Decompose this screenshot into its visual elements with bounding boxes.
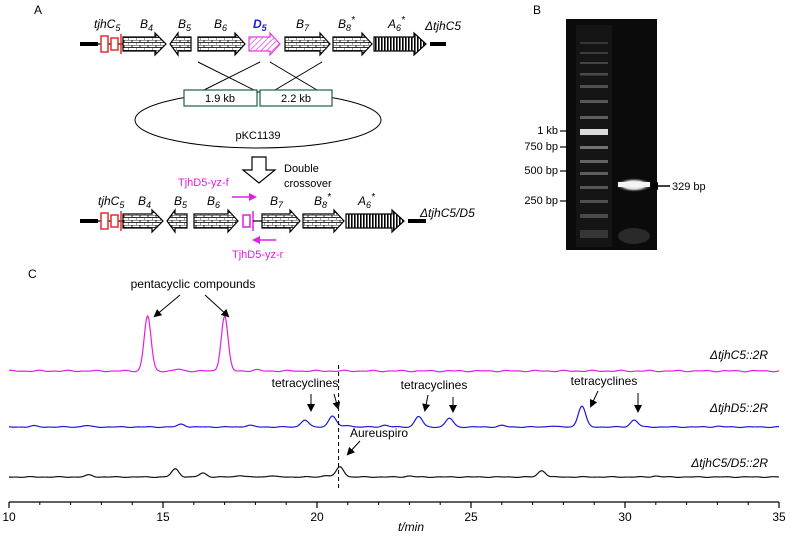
ladder-label-500: 500 bp	[524, 165, 558, 177]
trace-2	[8, 405, 780, 429]
primer-f-label: TjhD5-yz-f	[178, 177, 230, 189]
pentacyclic-arrow-1-icon	[153, 294, 181, 318]
down-arrow-icon	[241, 156, 277, 184]
pentacyclic-label: pentacyclic compounds	[131, 277, 256, 291]
primer-r-label: TjhD5-yz-r	[232, 249, 284, 261]
pentacyclic-arrow-2-icon	[204, 294, 230, 318]
gene-D5	[248, 31, 281, 57]
label-B6-top: B6	[214, 17, 227, 33]
x-axis-title: t/min	[398, 520, 424, 534]
gene-A6	[373, 31, 427, 57]
tetra-arrow-3a-icon	[589, 390, 599, 408]
label-B7-bottom: B7	[270, 194, 284, 210]
label-A6-bottom: A6*	[357, 192, 376, 210]
homology-arm-left	[183, 89, 258, 107]
tjhC5-gene-right	[110, 37, 119, 51]
aureuspiro-label: Aureuspiro	[350, 426, 408, 440]
trace-label-3: ΔtjhC5/D5::2R	[690, 456, 768, 470]
gene-B5	[169, 31, 192, 57]
gel-ladder-labels: 1 kb 750 bp 500 bp 250 bp	[524, 125, 568, 207]
label-B7-top: B7	[296, 17, 310, 33]
label-B8-top: B8*	[338, 15, 356, 33]
double-crossover-line1: Double	[284, 163, 319, 175]
trace-1	[8, 314, 780, 373]
label-tjhC5-top: tjhC5	[94, 17, 121, 33]
gene-B4	[122, 31, 167, 57]
trace-label-1: ΔtjhC5::2R	[709, 348, 768, 362]
aureuspiro-arrow-icon	[346, 440, 361, 456]
chromatogram-chart: 10 15 20 25 30 35	[2, 314, 786, 524]
ladder-label-1kb: 1 kb	[537, 125, 558, 137]
ladder-label-250: 250 bp	[524, 195, 558, 207]
gene-B8	[332, 31, 373, 57]
x-tick-label: 10	[2, 510, 16, 524]
label-B5-bottom: B5	[174, 194, 188, 210]
ladder-label-750: 750 bp	[524, 141, 558, 153]
band-size-label: 329 bp	[672, 181, 706, 193]
label-A6-top: A6*	[387, 15, 406, 33]
x-tick-label: 15	[156, 510, 170, 524]
strain-label-bottom: ΔtjhC5/D5	[419, 206, 475, 220]
x-tick-label: 35	[772, 510, 786, 524]
label-B6-bottom: B6	[207, 194, 220, 210]
gene-B7	[284, 31, 331, 57]
x-tick-label: 25	[464, 510, 478, 524]
gel-image	[566, 19, 657, 250]
tetra-arrow-1b-icon	[332, 393, 341, 410]
gene-B6	[197, 31, 246, 57]
tetracyclines-label-2: tetracyclines	[401, 378, 468, 392]
label-D5-top: D5	[253, 17, 268, 33]
plasmid-label: pKC1139	[235, 130, 280, 142]
label-B5-top: B5	[178, 17, 192, 33]
panel-label-a: A	[34, 3, 42, 17]
tetracyclines-label-3: tetracyclines	[571, 374, 638, 388]
trace-3	[8, 466, 780, 479]
tjhC5-gene-left	[100, 35, 109, 53]
arm-right-label: 2.2 kb	[281, 93, 311, 105]
x-tick-label: 30	[618, 510, 632, 524]
homology-arm-right	[259, 89, 333, 107]
arm-left-label: 1.9 kb	[205, 93, 235, 105]
label-B8-bottom: B8*	[314, 192, 332, 210]
trace-label-2: ΔtjhD5::2R	[709, 401, 768, 415]
x-tick-label: 20	[310, 510, 324, 524]
tetracyclines-label-1: tetracyclines	[272, 376, 339, 390]
label-B4-bottom: B4	[138, 194, 151, 210]
strain-label-top: ΔtjhC5	[424, 19, 461, 33]
tetra-arrow-2a-icon	[422, 394, 431, 412]
ladder-bands	[580, 42, 608, 238]
panel-label-c: C	[28, 267, 37, 281]
label-tjhC5-bottom: tjhC5	[98, 194, 125, 210]
panel-label-b: B	[533, 3, 541, 17]
construct-bottom	[80, 208, 426, 234]
d5-scar	[242, 214, 251, 228]
label-B4-top: B4	[140, 17, 153, 33]
construct-top	[80, 31, 446, 57]
crossover-lines	[197, 61, 323, 94]
double-crossover-line2: crossover	[284, 178, 332, 190]
